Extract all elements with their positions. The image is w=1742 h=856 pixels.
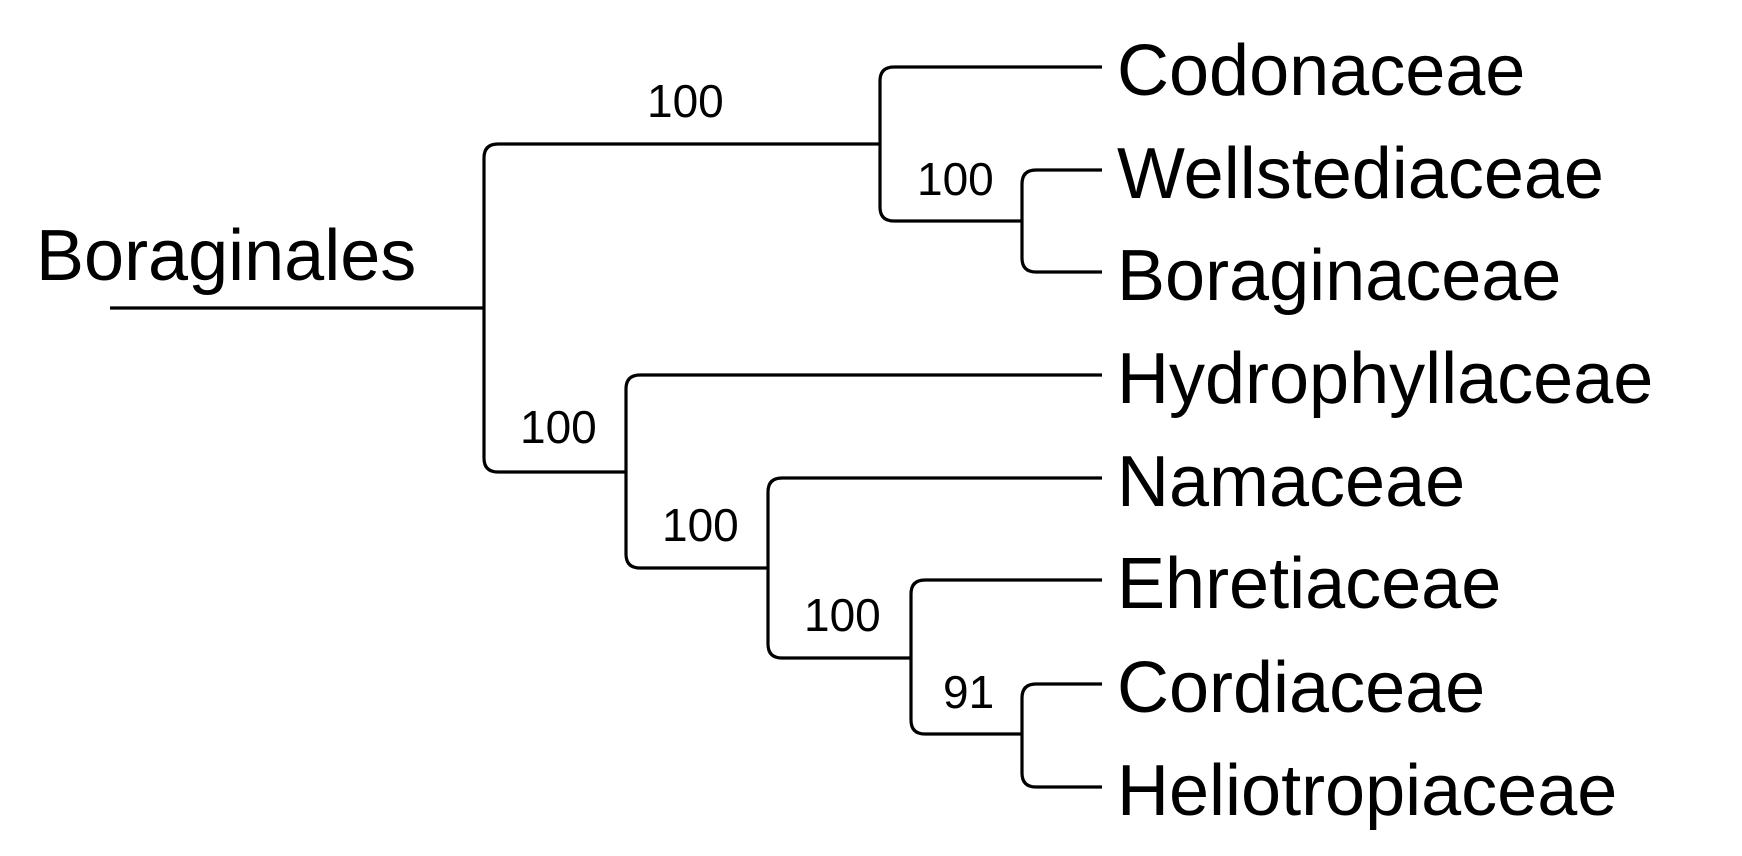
support-value-cordiaceae-heliotropiaceae: 91 — [943, 666, 994, 718]
hydrophyllaceae-clade-branch — [624, 373, 1102, 570]
taxon-ehretiaceae: Ehretiaceae — [1117, 544, 1501, 624]
support-value-ehretiaceae-clade: 100 — [804, 589, 881, 641]
support-value-hydrophyllaceae-clade: 100 — [520, 401, 597, 453]
root-split-branch — [482, 142, 880, 474]
support-value-codonaceae-clade: 100 — [647, 75, 724, 127]
taxon-namaceae: Namaceae — [1117, 442, 1465, 522]
support-value-wellstediaceae-boraginaceae: 100 — [917, 153, 994, 205]
taxon-codonaceae: Codonaceae — [1117, 31, 1525, 111]
wellstediaceae-boraginaceae-branch — [1020, 168, 1102, 274]
cordiaceae-heliotropiaceae-branch — [1020, 682, 1102, 789]
taxon-boraginaceae: Boraginaceae — [1117, 236, 1561, 316]
codonaceae-clade-branch — [878, 65, 1102, 223]
order-label: Boraginales — [36, 216, 416, 296]
taxon-heliotropiaceae: Heliotropiaceae — [1117, 751, 1617, 831]
taxon-wellstediaceae: Wellstediaceae — [1117, 134, 1604, 214]
taxon-cordiaceae: Cordiaceae — [1117, 648, 1485, 728]
namaceae-clade-branch — [766, 476, 1102, 660]
taxon-hydrophyllaceae: Hydrophyllaceae — [1117, 339, 1653, 419]
support-value-namaceae-clade: 100 — [662, 499, 739, 551]
ehretiaceae-clade-branch — [909, 578, 1102, 736]
